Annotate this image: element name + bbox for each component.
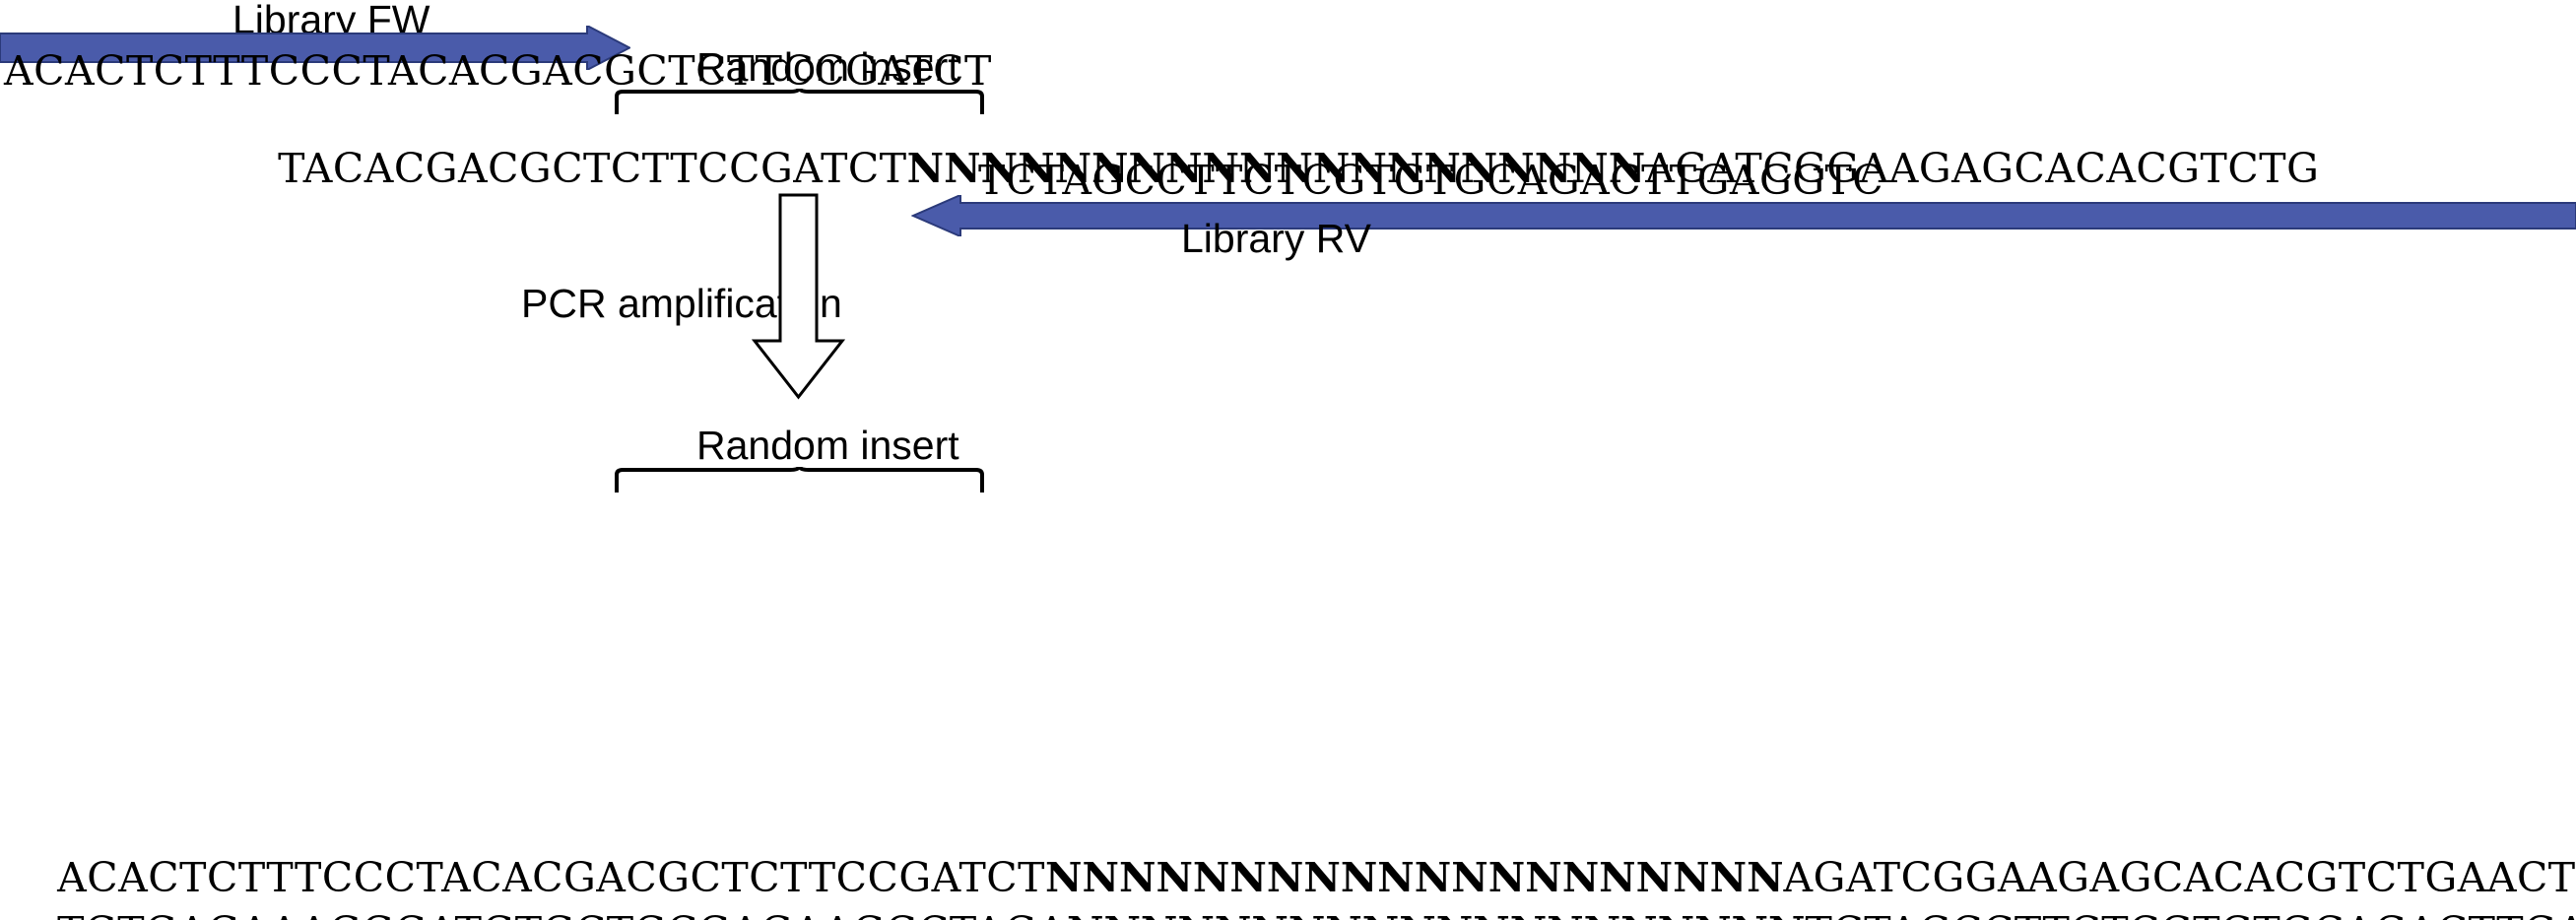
product-bottom-random-insert: NNNNNNNNNNNNNNNNNNNN: [1067, 908, 1806, 920]
product-bottom-strand-sequence: TGTGAGAAAGGGATGTGCTGCGAGAAGGCTAGANNNNNNN…: [4, 872, 2576, 920]
product-bottom-suffix: TCTAGCCTTCTCGTGTGCAGACTTGAGGTC: [1806, 908, 2576, 920]
library-fw-arrow: [0, 26, 630, 70]
pcr-amplification-arrow: [752, 193, 845, 400]
library-rv-arrow: [911, 195, 2576, 236]
product-top-suffix: AGATCGGAAGAGCACACGTCTGAACTCCAG: [1783, 854, 2576, 901]
template-strand-sequence: TACACGACGCTCTTCCGATCTNNNNNNNNNNNNNNNNNNN…: [225, 108, 2319, 230]
random-insert-bracket-bottom: [615, 467, 984, 493]
random-insert-label-top: Random insert: [696, 44, 959, 90]
library-rv-label: Library RV: [1181, 216, 1371, 261]
template-prefix: TACACGACGCTCTTCCGATCT: [278, 145, 907, 192]
top-strand-sequence: ACACTCTTTCCCTACACGACGCTCTTCCGATCT: [4, 47, 992, 95]
rv-primer-sequence: TCTAGCCTTCTCGTGTGCAGACTTGAGGTC: [978, 157, 1884, 204]
random-insert-bracket-top: [615, 89, 984, 114]
product-top-random-insert: NNNNNNNNNNNNNNNNNNNN: [1045, 854, 1784, 901]
random-insert-label-bottom: Random insert: [696, 423, 959, 468]
product-top-prefix: ACACTCTTTCCCTACACGACGCTCTTCCGATCT: [57, 854, 1046, 901]
product-top-strand-sequence: ACACTCTTTCCCTACACGACGCTCTTCCGATCTNNNNNNN…: [4, 818, 2576, 920]
template-random-insert: NNNNNNNNNNNNNNNNNNNN: [906, 145, 1646, 192]
template-suffix: AGATCGGAAGAGCACACGTCTG: [1645, 145, 2320, 192]
product-bottom-prefix: TGTGAGAAAGGGATGTGCTGCGAGAAGGCTAGA: [57, 908, 1067, 920]
